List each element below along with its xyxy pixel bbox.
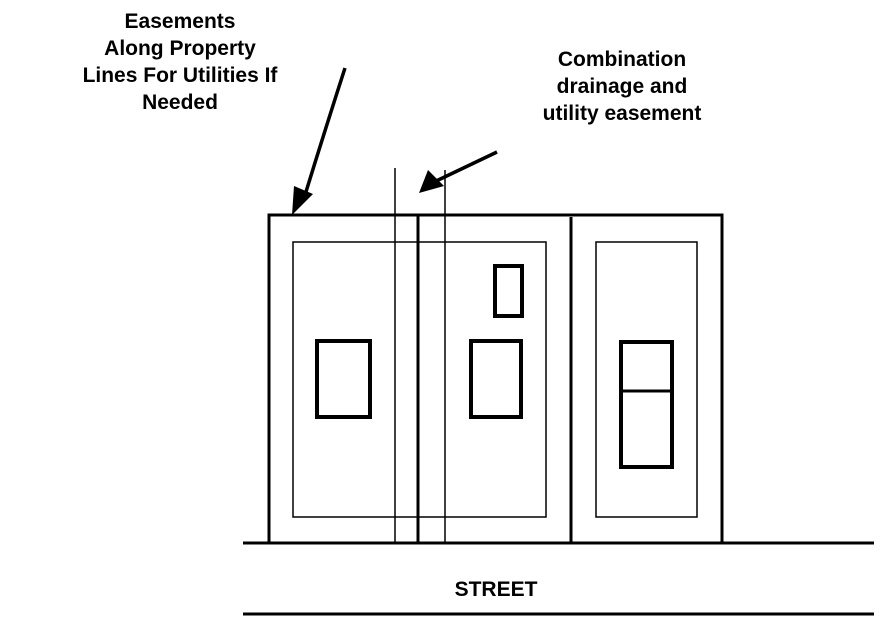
easements-label: Easements Along Property Lines For Utili… xyxy=(60,8,300,116)
arrow-easements xyxy=(303,67,347,196)
easements-line: Easements xyxy=(124,10,236,33)
building-3 xyxy=(619,340,674,469)
easements-line: Needed xyxy=(142,91,218,114)
street-label: STREET xyxy=(454,578,538,601)
building-2-small xyxy=(493,264,524,318)
combination-line: Combination xyxy=(557,48,687,71)
easements-line: Along Property xyxy=(104,37,256,60)
building-1 xyxy=(315,339,372,419)
combination-line: utility easement xyxy=(542,102,702,125)
building-setback-left xyxy=(292,241,547,518)
combination-label: Combination drainage and utility easemen… xyxy=(512,46,732,127)
arrow-head-combination-icon xyxy=(419,170,444,193)
easements-line: Lines For Utilities If xyxy=(82,64,278,87)
arrow-combination xyxy=(431,150,498,185)
arrow-head-easements-icon xyxy=(292,186,313,215)
building-2 xyxy=(469,339,523,419)
property-outline xyxy=(267,213,724,545)
building-setback-right xyxy=(595,241,698,518)
combination-line: drainage and xyxy=(556,75,688,98)
